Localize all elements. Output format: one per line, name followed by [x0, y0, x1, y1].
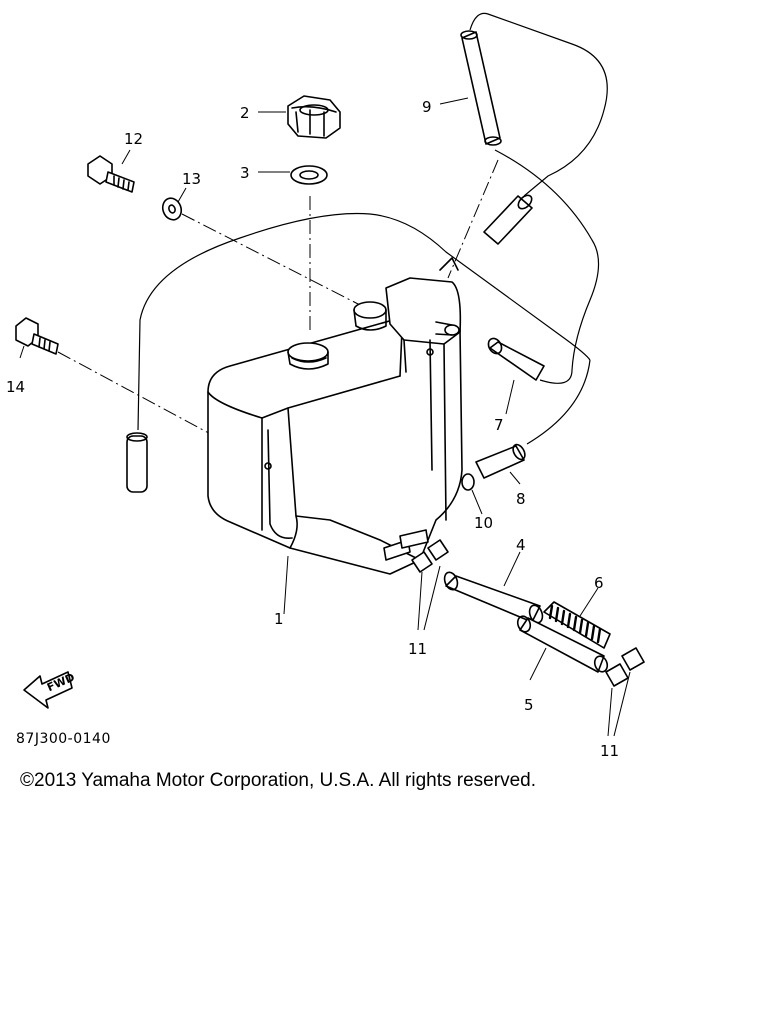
- copyright-notice: ©2013 Yamaha Motor Corporation, U.S.A. A…: [20, 770, 536, 791]
- label-part-2: 2: [240, 104, 250, 122]
- oil-tank: [207, 257, 463, 575]
- label-part-5: 5: [524, 696, 534, 714]
- hose-5: [516, 615, 609, 673]
- label-part-6: 6: [594, 574, 604, 592]
- label-part-7: 7: [494, 416, 504, 434]
- label-part-10: 10: [474, 514, 493, 532]
- label-part-14: 14: [6, 378, 25, 396]
- hose-clamps-11: [411, 539, 645, 687]
- hose-joint-7: [487, 337, 545, 381]
- washer-13: [161, 197, 183, 221]
- label-part-4: 4: [516, 536, 526, 554]
- collar-left: [126, 432, 148, 493]
- bolt-14: [15, 317, 59, 355]
- joint-upper: [483, 194, 533, 245]
- clip-10: [461, 473, 475, 491]
- label-part-12: 12: [124, 130, 143, 148]
- bolt-12: [87, 155, 135, 193]
- part-labels: 2 3 9 12 13 14 7 8 10 4 6 1 11 5 11: [6, 98, 619, 760]
- hose-9: [460, 30, 502, 146]
- label-part-3: 3: [240, 164, 250, 182]
- cap-gasket: [290, 165, 328, 185]
- label-part-11a: 11: [408, 640, 427, 658]
- forward-arrow-icon: FWD: [23, 671, 77, 709]
- label-part-13: 13: [182, 170, 201, 188]
- leader-lines: [19, 97, 631, 737]
- drawing-code: 87J300-0140: [16, 731, 111, 747]
- label-part-11b: 11: [600, 742, 619, 760]
- tank-cap: [287, 95, 341, 139]
- joint-8: [475, 443, 526, 479]
- spring-hose-6: [543, 601, 611, 649]
- hose-4: [443, 571, 544, 624]
- label-part-9: 9: [422, 98, 432, 116]
- label-part-1: 1: [274, 610, 284, 628]
- breather-hose-loop: [137, 12, 608, 445]
- label-part-8: 8: [516, 490, 526, 508]
